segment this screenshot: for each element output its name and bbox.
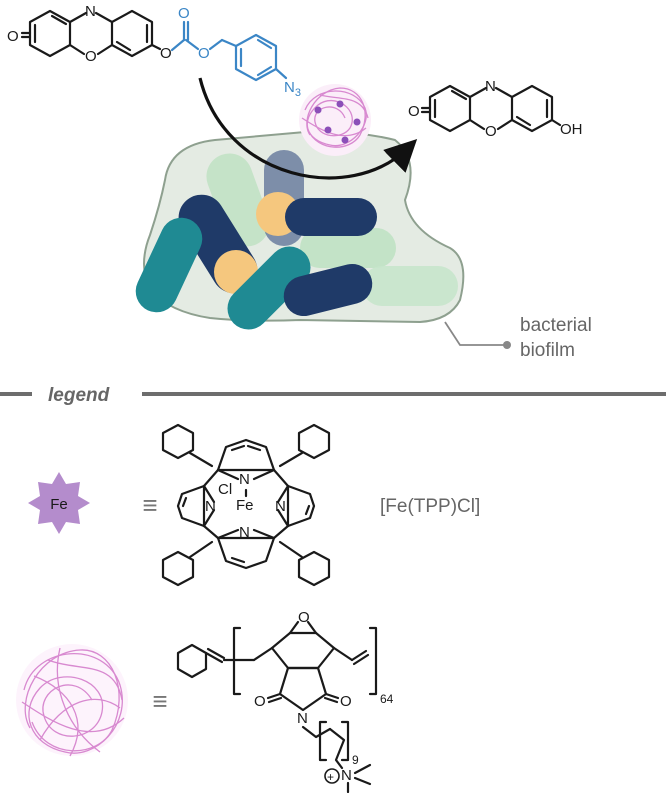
legend-fe-row: Fe ≡ [Fe(TPP)Cl] N N N bbox=[28, 423, 480, 587]
biofilm-label-line1: bacterial bbox=[520, 315, 592, 336]
porphyrin-n-top-label: N bbox=[239, 471, 250, 488]
polymer-chain-length-label: 9 bbox=[352, 753, 359, 767]
polymer-dp-label: 64 bbox=[380, 692, 394, 706]
complex-label: [Fe(TPP)Cl] bbox=[380, 496, 480, 517]
fe-star-badge bbox=[28, 472, 90, 534]
porphyrin-n-right-label: N bbox=[275, 498, 286, 515]
polymer-imide-nitrogen-label: N bbox=[297, 710, 308, 727]
equiv-sign-fe: ≡ bbox=[142, 490, 157, 520]
product-structure: O N O OH bbox=[408, 78, 583, 140]
fe-catalyst-dots bbox=[314, 100, 361, 144]
ring-nitrogen-label: N bbox=[85, 3, 96, 20]
equiv-sign-polymer: ≡ bbox=[152, 686, 167, 716]
azide-label: N3 bbox=[284, 79, 301, 99]
phenyl-bottom-right bbox=[297, 550, 331, 587]
reaction-arrow bbox=[198, 77, 418, 180]
bacterium-mint-2 bbox=[300, 228, 396, 268]
nanoparticle-top bbox=[299, 84, 371, 156]
carbonyl-oxygen-label: O bbox=[178, 5, 190, 22]
bacterium-teal-1 bbox=[135, 217, 203, 313]
ammonium-nitrogen-label: N bbox=[341, 767, 352, 784]
product-keto-oxygen-label: O bbox=[408, 103, 420, 120]
polymer-bridge-oxygen-label: O bbox=[298, 609, 310, 626]
legend-title: legend bbox=[48, 385, 110, 406]
phenyl-bottom-left bbox=[161, 550, 195, 587]
porphyrin-n-left-label: N bbox=[205, 498, 216, 515]
biofilm-label-line2: biofilm bbox=[520, 340, 575, 361]
product-nitrogen-label: N bbox=[485, 78, 496, 95]
porphyrin-n-bottom-label: N bbox=[239, 524, 250, 541]
biofilm-illustration: bacterial biofilm bbox=[135, 130, 592, 361]
bacterium-navy-3 bbox=[283, 263, 373, 317]
legend-divider: legend bbox=[0, 385, 666, 406]
bacterium-mint-3 bbox=[362, 266, 458, 306]
porphyrin-fe-label: Fe bbox=[236, 497, 254, 514]
ring-oxygen-label: O bbox=[85, 48, 97, 65]
polymer-coil-nanoparticle bbox=[16, 644, 128, 757]
polymer-structure: 64 O O O N 9 bbox=[176, 609, 394, 793]
biofilm-leader-dot bbox=[503, 341, 511, 349]
legend-polymer-row: ≡ 64 O O bbox=[16, 609, 394, 793]
polymer-left-oxygen-label: O bbox=[254, 693, 266, 710]
ammonium-plus-label: + bbox=[327, 770, 334, 784]
product-hydroxyl-label: OH bbox=[560, 121, 583, 138]
porphyrin-cl-label: Cl bbox=[218, 481, 232, 498]
phenyl-top-right bbox=[297, 423, 331, 460]
porphyrin-structure: N N N N Fe Cl bbox=[161, 423, 331, 587]
substrate-structure: O N O O O O N3 bbox=[7, 3, 301, 99]
keto-oxygen-label: O bbox=[7, 28, 19, 45]
fe-badge-label: Fe bbox=[50, 496, 68, 513]
ester-oxygen-label: O bbox=[160, 45, 172, 62]
bacterium-teal-2 bbox=[227, 246, 311, 330]
bacterium-navy-2 bbox=[285, 198, 377, 236]
product-ring-oxygen-label: O bbox=[485, 123, 497, 140]
biofilm-leader-line bbox=[444, 321, 505, 346]
ester-oxygen2-label: O bbox=[198, 45, 210, 62]
polymer-right-oxygen-label: O bbox=[340, 693, 352, 710]
phenyl-top-left bbox=[161, 423, 195, 460]
